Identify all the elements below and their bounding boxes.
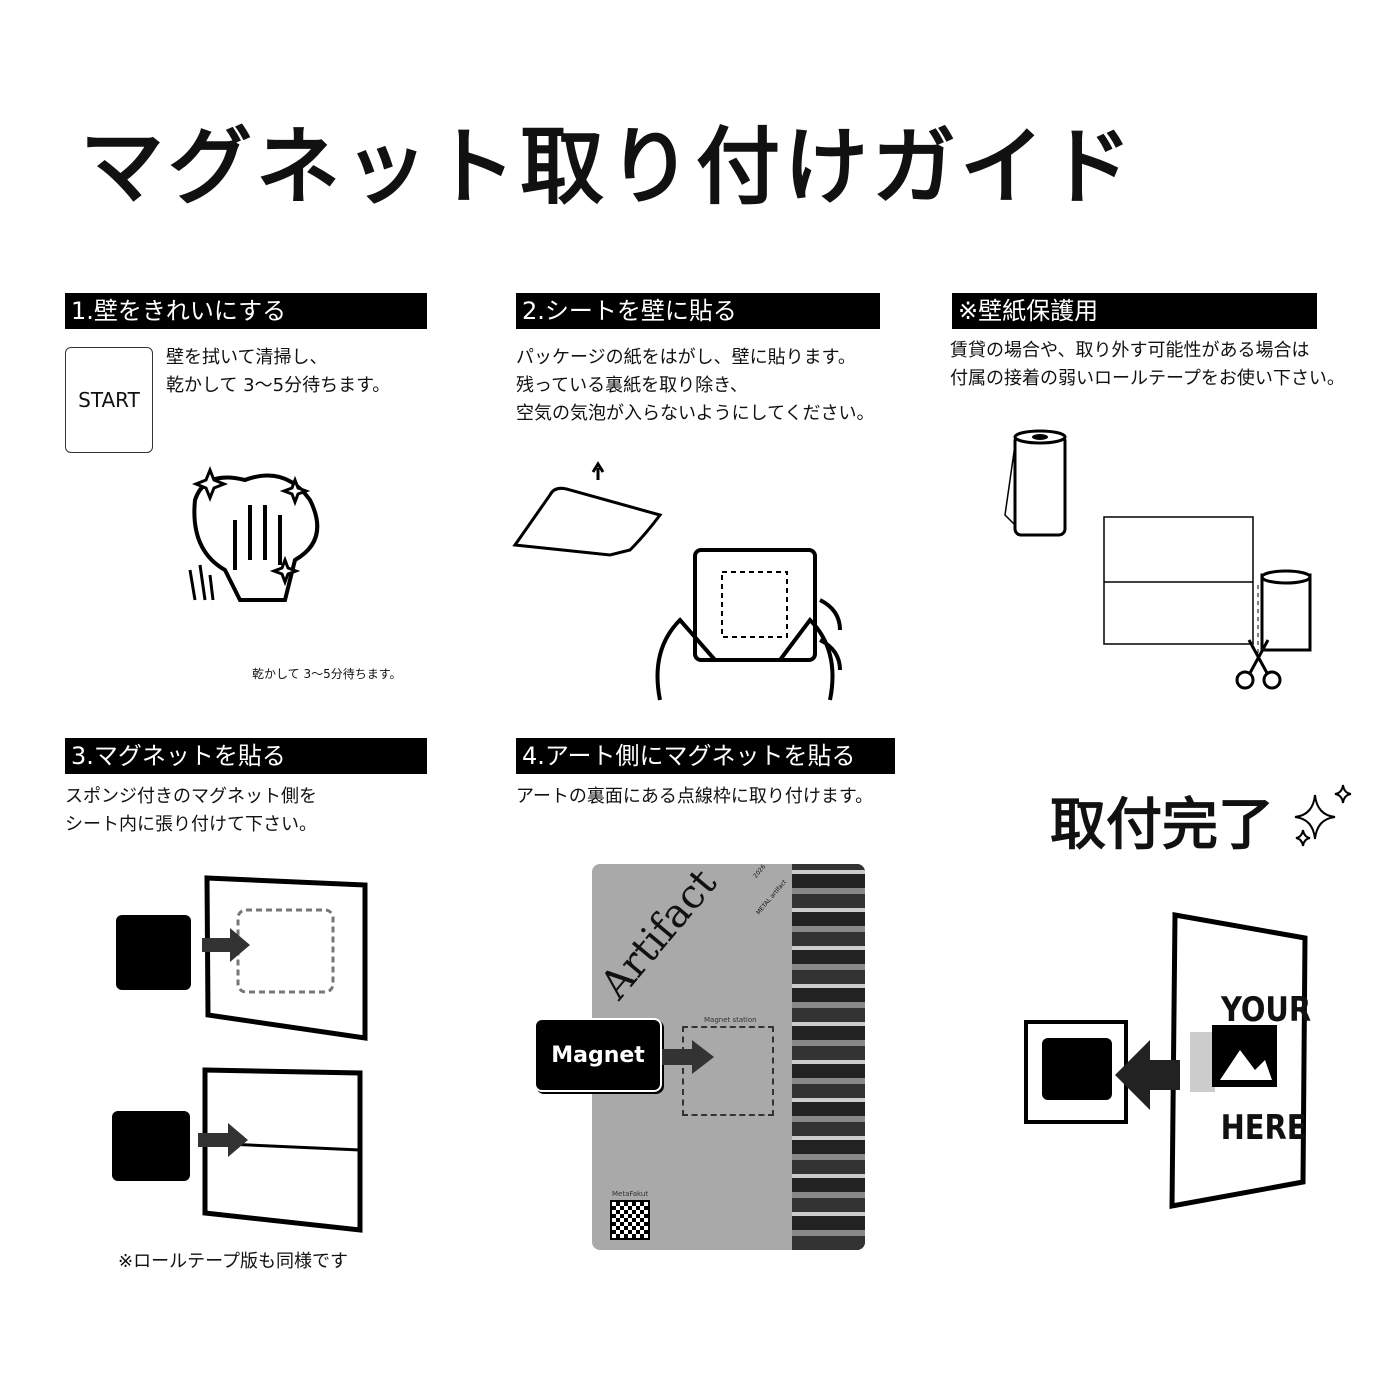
step1-caption: 乾かして 3〜5分待ちます。 — [252, 667, 402, 681]
note-text: 賃貸の場合や、取り外す可能性がある場合は 付属の接着の弱いロールテープをお使い下… — [950, 340, 1345, 389]
step4-text: アートの裏面にある点線枠に取り付けます。 — [516, 786, 874, 807]
poster-text-top: YOUR — [1220, 990, 1312, 1030]
magnet-block: Magnet — [534, 1018, 662, 1092]
qr-label: MetaFakut — [612, 1190, 649, 1198]
step3-caption: ※ロールテープ版も同様です — [118, 1251, 349, 1272]
complete-label: 取付完了 — [1050, 793, 1274, 858]
art-thumbnails-strip — [792, 864, 865, 1250]
step4-header: 4.アート側にマグネットを貼る — [516, 738, 895, 774]
art-year: 2026 — [752, 864, 768, 880]
page-title: マグネット取り付けガイド — [80, 118, 1137, 216]
step3-header: 3.マグネットを貼る — [65, 738, 427, 774]
station-label: Magnet station — [704, 1016, 757, 1024]
peel-sheet-illustration — [512, 461, 842, 701]
art-subtitle: METAL artifact — [755, 878, 789, 917]
step1-header: 1.壁をきれいにする — [65, 293, 427, 329]
note-header: ※壁紙保護用 — [952, 293, 1317, 329]
start-box: START — [65, 347, 153, 453]
step2-header: 2.シートを壁に貼る — [516, 293, 880, 329]
roll-tape-illustration — [1004, 429, 1312, 690]
poster-text-bottom: HERE — [1220, 1108, 1307, 1148]
step1-text: 壁を拭いて清掃し、 乾かして 3〜5分待ちます。 — [166, 347, 391, 396]
arrow-right-icon — [662, 1040, 714, 1074]
wiping-hand-icon — [188, 465, 320, 602]
magnet-attach-illustration — [112, 875, 368, 1233]
poster-illustration — [1024, 912, 1308, 1210]
step3-text: スポンジ付きのマグネット側を シート内に張り付けて下さい。 — [65, 786, 317, 835]
art-back-panel: Artifact 2026 METAL artifact Magnet stat… — [592, 864, 865, 1250]
art-title: Artifact — [592, 864, 726, 1008]
step2-text: パッケージの紙をはがし、壁に貼ります。 残っている裏紙を取り除き、 空気の気泡が… — [516, 347, 875, 424]
magnet-station-frame — [682, 1026, 774, 1116]
sparkle-icon — [1294, 784, 1352, 847]
qr-code — [610, 1200, 650, 1240]
